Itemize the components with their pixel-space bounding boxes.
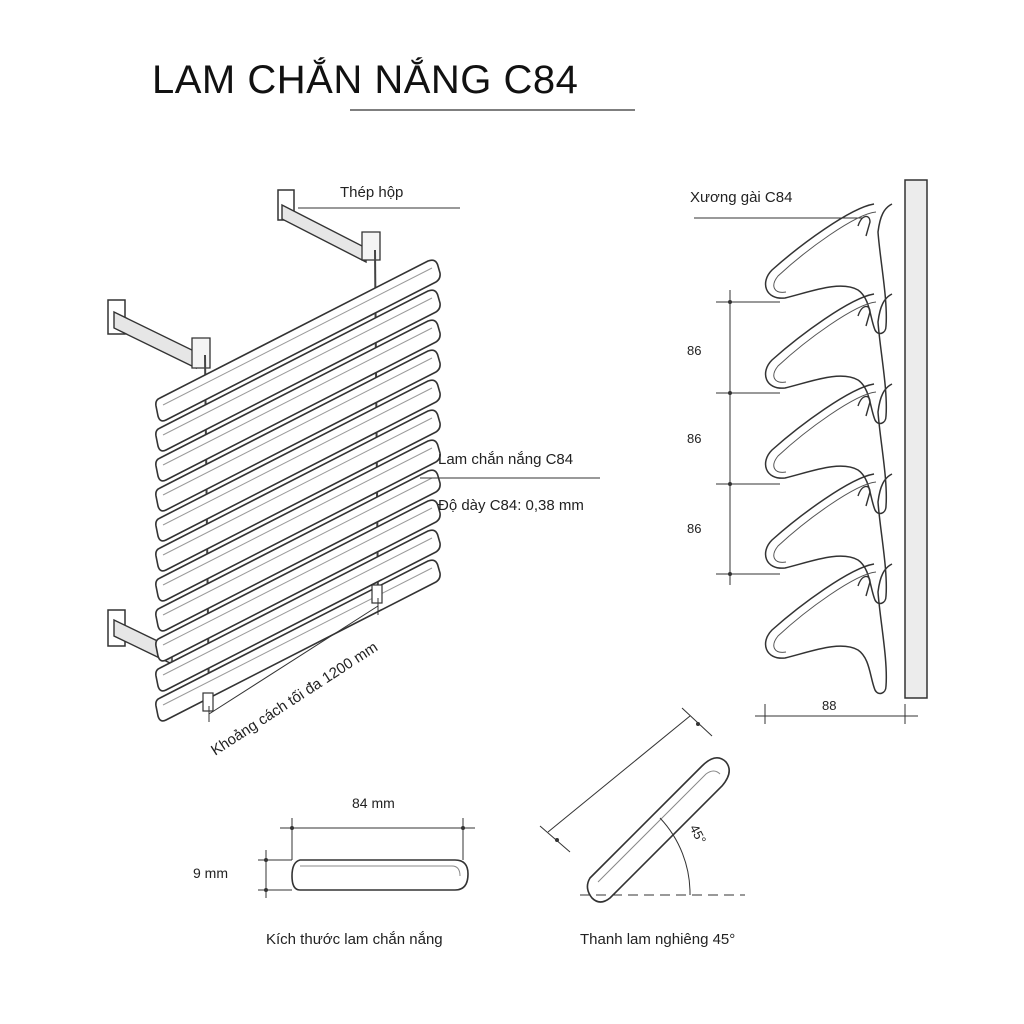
spacing-dimension — [208, 598, 379, 722]
middle-steel-box — [107, 299, 211, 370]
wall-post — [904, 179, 928, 699]
pitch-dimension — [716, 290, 780, 585]
pitch-label-3: 86 — [687, 521, 702, 536]
clip-profile — [764, 383, 893, 515]
keel-label: Xương gài C84 — [690, 189, 793, 206]
slat-size-detail — [258, 818, 475, 898]
assembly-drawing — [107, 189, 600, 722]
thickness-label: Độ dày C84: 0,38 mm — [438, 497, 584, 514]
height-label: 9 mm — [193, 865, 228, 881]
width-label: 84 mm — [352, 795, 395, 811]
tilt-caption: Thanh lam nghiêng 45° — [580, 931, 736, 948]
clip-profile — [764, 203, 893, 335]
clip-profile — [764, 473, 893, 605]
slat-section — [291, 859, 469, 891]
tilt-detail — [539, 707, 745, 903]
page-title: LAM CHẮN NẮNG C84 — [152, 58, 579, 102]
section-drawing — [694, 179, 928, 724]
pitch-label-2: 86 — [687, 431, 702, 446]
clip-profile — [764, 293, 893, 425]
louver-label: Lam chắn nắng C84 — [438, 451, 574, 468]
depth-dimension — [755, 704, 918, 724]
upper-steel-box — [277, 189, 381, 264]
clip-profile — [764, 563, 893, 695]
pitch-label-1: 86 — [687, 343, 702, 358]
depth-label: 88 — [822, 698, 837, 713]
size-caption: Kích thước lam chắn nắng — [266, 931, 443, 948]
louver-stack — [155, 259, 441, 722]
steel-box-label: Thép hộp — [340, 184, 404, 201]
tilted-slat — [586, 757, 730, 903]
